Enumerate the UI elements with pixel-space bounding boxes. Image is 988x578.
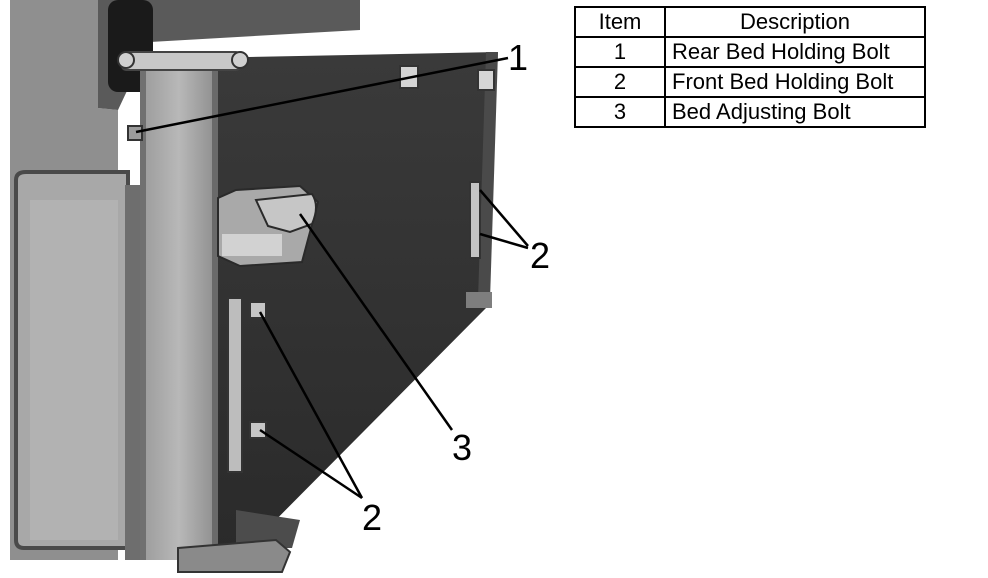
legend-item-description: Front Bed Holding Bolt	[664, 66, 926, 98]
item-column-header: Item	[574, 6, 666, 38]
legend-item-number: 1	[574, 36, 666, 68]
top-bolts	[117, 51, 495, 141]
legend-header-row: Item Description	[574, 6, 926, 38]
adjusting-block	[217, 184, 320, 268]
callout-leaders	[135, 56, 529, 500]
support-column	[140, 70, 218, 560]
callout-2-bottom: 2	[362, 497, 382, 538]
legend-row: 3 Bed Adjusting Bolt	[574, 96, 926, 128]
parts-legend-table: Item Description 1 Rear Bed Holding Bolt…	[574, 6, 926, 128]
base-feet	[177, 292, 492, 573]
legend-item-description: Rear Bed Holding Bolt	[664, 36, 926, 68]
callout-3: 3	[452, 427, 472, 468]
callout-2-right: 2	[530, 235, 550, 276]
legend-row: 2 Front Bed Holding Bolt	[574, 66, 926, 98]
machine-frame	[10, 0, 360, 560]
legend-item-description: Bed Adjusting Bolt	[664, 96, 926, 128]
legend-row: 1 Rear Bed Holding Bolt	[574, 36, 926, 68]
description-column-header: Description	[664, 6, 926, 38]
bed-panel	[200, 52, 498, 560]
callout-1: 1	[508, 37, 528, 78]
legend-item-number: 2	[574, 66, 666, 98]
legend-item-number: 3	[574, 96, 666, 128]
front-bolt-strips	[227, 181, 481, 473]
